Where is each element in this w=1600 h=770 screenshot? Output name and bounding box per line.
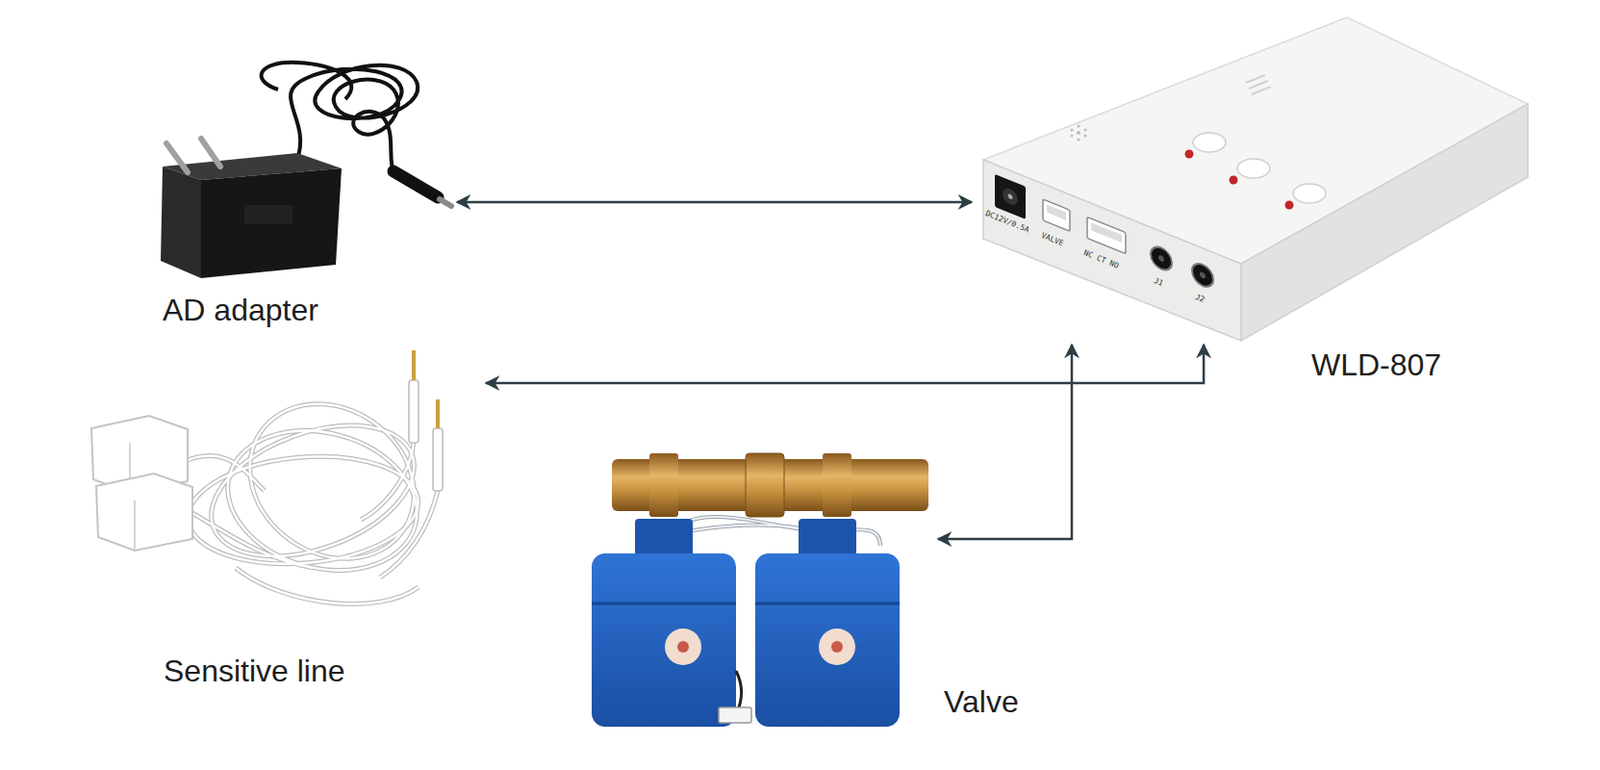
connector-arrow — [938, 344, 1072, 539]
component-node: AD adapter — [152, 50, 458, 280]
component-caption: Sensitive line — [163, 654, 346, 688]
port-label: J1 — [1152, 277, 1165, 288]
controller-drawing — [983, 17, 1528, 341]
component-caption: WLD-807 — [1311, 348, 1442, 382]
component-caption: Valve — [943, 685, 1019, 719]
port-label: J2 — [1193, 293, 1206, 305]
adapter-drawing — [160, 62, 452, 279]
component-node: WLD-807 — [971, 15, 1531, 345]
port-label: NC CT NO — [1082, 249, 1120, 271]
connector-arrow — [457, 201, 972, 204]
valve-drawing — [591, 453, 929, 727]
component-caption: AD adapter — [162, 293, 319, 328]
connector-arrow — [485, 344, 1204, 383]
sensor-cable-drawing — [91, 350, 445, 604]
port-label: VALVE — [1040, 231, 1065, 248]
component-node: Sensitive line — [91, 346, 486, 628]
port-label: DC12V/0.5A — [984, 209, 1031, 234]
component-node: Valve — [591, 449, 939, 730]
